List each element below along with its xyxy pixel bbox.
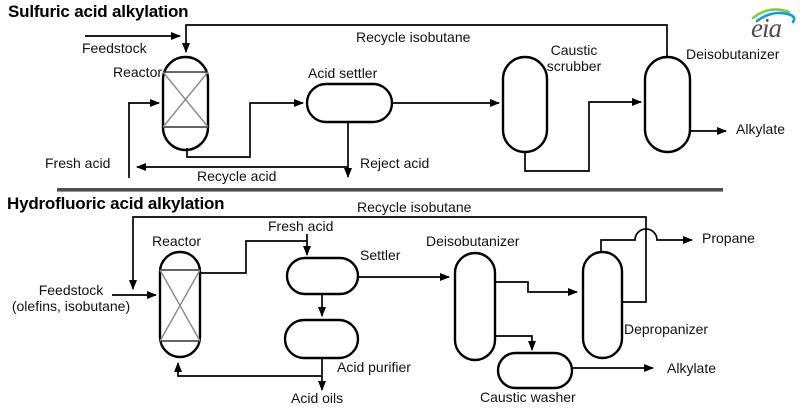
hf-acid-recycle-line [174,362,322,377]
label-propane: Propane [702,230,755,246]
label-feedstock-hf: Feedstock (olefins, isobutane) [11,282,131,314]
label-reactor-hf: Reactor [152,233,202,249]
label-feedstock-sulfuric: Feedstock [82,40,147,56]
hydrofluoric-title: Hydrofluoric acid alkylation [7,194,225,213]
label-fresh-acid-hf: Fresh acid [268,218,334,234]
reactor-internals-hf [159,269,201,342]
label-alkylate-sulfuric: Alkylate [736,121,786,137]
label-fresh-acid-sulfuric: Fresh acid [45,155,111,171]
depropanizer-vessel [581,250,624,360]
hf-propane-line [600,228,693,252]
label-reactor-sulfuric: Reactor [113,64,163,80]
label-settler-hf: Settler [360,247,401,263]
sulfuric-title: Sulfuric acid alkylation [8,2,189,21]
reactor-outlet-line [186,99,304,158]
hf-deisobutanizer-to-depropanizer-line [495,281,578,296]
label-acid-oils: Acid oils [291,390,344,406]
label-acid-purifier: Acid purifier [337,359,411,375]
label-acid-settler: Acid settler [308,65,378,81]
eia-logo-blue-swoosh [755,11,796,24]
label-caustic-washer: Caustic washer [480,389,576,405]
deisobutanizer-vessel-hf [453,251,497,362]
hf-deisobutanizer-to-washer-line [495,335,536,351]
label-recycle-acid: Recycle acid [197,168,277,184]
label-deisobutanizer-hf: Deisobutanizer [426,233,520,249]
eia-logo-text: eia [751,13,781,43]
deisobutanizer-vessel-sulfuric [643,55,692,154]
eia-logo-green-swoosh [751,8,791,20]
settler-vessel-hf [285,256,360,296]
label-recycle-isobutane-hf: Recycle isobutane [357,199,472,215]
label-reject-acid: Reject acid [360,155,430,171]
scrubber-outlet-line [524,98,642,172]
reactor-vessel-hf [158,250,202,359]
reactor-internals-sulfuric [162,71,209,128]
caustic-washer-vessel [496,351,574,390]
label-caustic-scrubber: Caustic scrubber [546,42,602,74]
reactor-vessel-sulfuric [161,55,210,152]
label-deisobutanizer-sulfuric: Deisobutanizer [686,46,780,62]
hf-recycle-isobutane-line [129,216,647,303]
hf-reactor-outlet-line [200,240,307,274]
label-depropanizer: Depropanizer [624,321,709,337]
section-divider [57,188,723,192]
label-recycle-isobutane-sulfuric: Recycle isobutane [356,29,471,45]
acid-purifier-vessel [283,318,360,360]
acid-settler-vessel [305,82,394,124]
caustic-scrubber-vessel [501,55,549,154]
label-alkylate-hf: Alkylate [667,360,717,376]
eia-logo: eia [751,8,796,43]
acid-inlet-line [128,99,160,178]
recycle-isobutane-line [182,24,668,57]
